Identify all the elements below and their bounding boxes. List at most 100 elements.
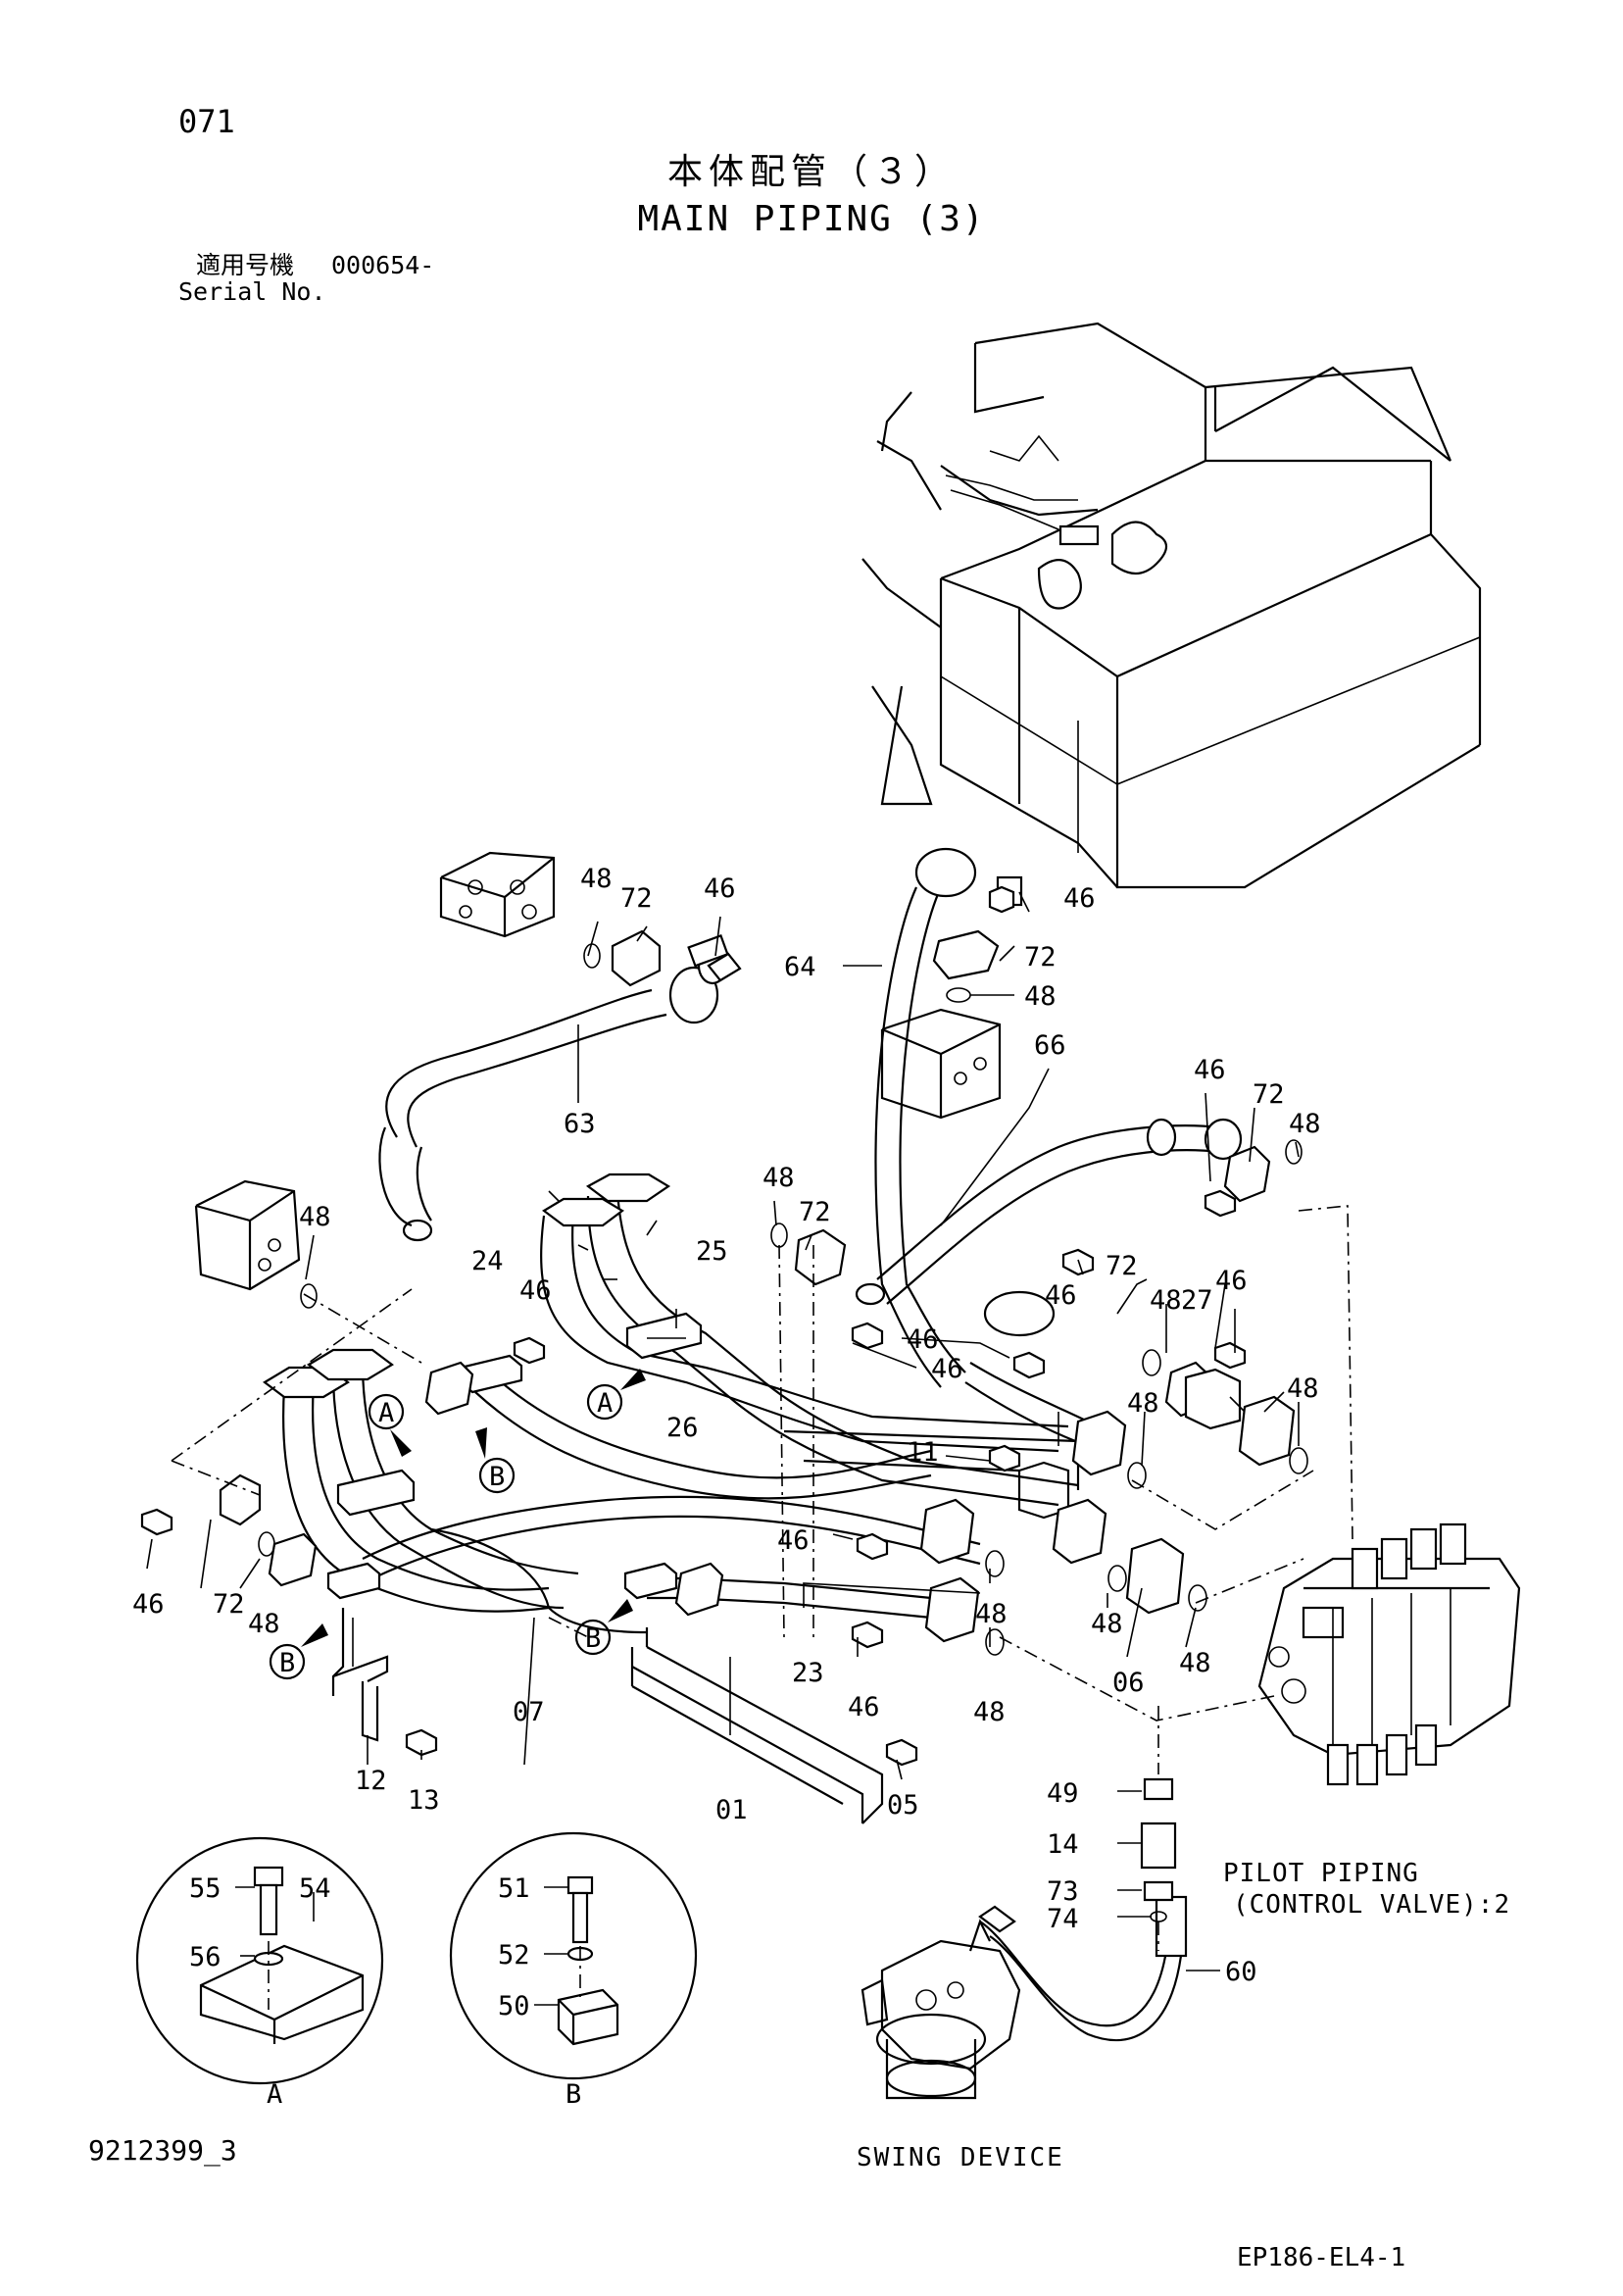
- detail-view-b: [449, 1831, 698, 2080]
- pipe-bundle: [263, 1173, 1080, 1634]
- bracket-12: [331, 1608, 389, 1742]
- part-number-48: 48: [1150, 1285, 1182, 1316]
- bracket-01: [630, 1627, 884, 1824]
- serial-label-jp: 適用号機: [196, 251, 295, 279]
- page-number: 071: [178, 103, 235, 140]
- part-number-48: 48: [1287, 1373, 1319, 1404]
- part-number-46: 46: [519, 1275, 552, 1306]
- part-number-48: 48: [973, 1697, 1006, 1727]
- control-valve-reference: (CONTROL VALVE):2: [1233, 1890, 1511, 1920]
- bolts: [140, 885, 1247, 1767]
- swing-device: [861, 1919, 1021, 2100]
- view-marker-b-center: B: [574, 1599, 633, 1656]
- part-number-56: 56: [189, 1942, 221, 1972]
- part-number-46: 46: [848, 1692, 880, 1722]
- detail-a-label: A: [267, 2079, 282, 2110]
- part-number-72: 72: [799, 1197, 831, 1227]
- valve-block-left: [194, 1179, 318, 1309]
- part-number-24: 24: [471, 1246, 504, 1276]
- part-number-46: 46: [1045, 1280, 1077, 1311]
- marker-b-label: B: [585, 1623, 601, 1654]
- leader-lines: [146, 891, 1300, 1972]
- part-number-48: 48: [1024, 981, 1057, 1012]
- part-number-48: 48: [299, 1202, 331, 1232]
- part-number-64: 64: [784, 952, 816, 982]
- part-number-73: 73: [1047, 1876, 1079, 1907]
- page-title-jp: 本体配管（３）: [666, 152, 956, 192]
- hose-64: [874, 847, 1089, 1448]
- swing-device-label: SWING DEVICE: [857, 2143, 1064, 2172]
- marker-a-label: A: [378, 1398, 394, 1428]
- hose-60: [978, 1895, 1188, 2042]
- callout-labels: 48 72 46 63 46 72 48 64 66 46 72 48 48 7…: [132, 864, 1321, 2021]
- flanges-right: [258, 1223, 1308, 1656]
- part-number-46: 46: [931, 1354, 963, 1384]
- view-marker-a-upper: A: [586, 1369, 646, 1421]
- valve-block-center: [880, 1008, 1002, 1120]
- part-number-48: 48: [248, 1609, 280, 1639]
- marker-b-label: B: [279, 1648, 295, 1678]
- adapter-stack: [1140, 1706, 1177, 1951]
- part-number-72: 72: [1253, 1079, 1285, 1110]
- part-number-27: 27: [1181, 1285, 1213, 1316]
- detail-b-label: B: [566, 2079, 581, 2110]
- part-number-46: 46: [1194, 1055, 1226, 1085]
- valve-block-upper-left: [439, 851, 556, 938]
- part-number-48: 48: [1289, 1109, 1321, 1139]
- part-number-48: 48: [580, 864, 613, 894]
- part-number-50: 50: [498, 1991, 530, 2021]
- part-number-48: 48: [1091, 1609, 1123, 1639]
- machine-body-illustration: [861, 322, 1482, 889]
- view-marker-a-lower: A: [368, 1393, 412, 1457]
- serial-number: 000654-: [331, 251, 435, 279]
- marker-a-label: A: [597, 1388, 613, 1419]
- part-number-48: 48: [975, 1599, 1008, 1629]
- pilot-piping-label: PILOT PIPING: [1223, 1859, 1419, 1888]
- part-number-01: 01: [715, 1795, 748, 1825]
- part-number-13: 13: [408, 1785, 440, 1816]
- part-number-46: 46: [1063, 883, 1096, 914]
- detail-view-a: [135, 1836, 384, 2085]
- part-number-23: 23: [792, 1658, 824, 1688]
- part-number-11: 11: [907, 1437, 939, 1468]
- part-number-12: 12: [355, 1766, 387, 1796]
- part-number-48: 48: [1179, 1648, 1211, 1678]
- part-number-66: 66: [1034, 1030, 1066, 1061]
- part-number-72: 72: [1106, 1251, 1138, 1281]
- part-number-46: 46: [777, 1525, 810, 1556]
- part-number-48: 48: [1127, 1388, 1159, 1419]
- part-number-46: 46: [132, 1589, 165, 1620]
- part-number-60: 60: [1225, 1957, 1257, 1987]
- serial-label-en: Serial No.: [178, 277, 326, 306]
- part-number-72: 72: [1024, 942, 1057, 973]
- figure-code: EP186-EL4-1: [1237, 2243, 1406, 2272]
- part-number-05: 05: [887, 1790, 919, 1821]
- part-number-06: 06: [1112, 1668, 1145, 1698]
- view-marker-b-upper: B: [475, 1427, 516, 1494]
- part-number-72: 72: [213, 1589, 245, 1620]
- part-number-46: 46: [1215, 1266, 1248, 1296]
- pipe-clamps: [268, 1312, 724, 1617]
- view-marker-b-left: B: [269, 1623, 328, 1680]
- document-code: 9212399_3: [88, 2134, 237, 2167]
- part-number-63: 63: [564, 1109, 596, 1139]
- part-number-46: 46: [907, 1324, 939, 1355]
- part-number-52: 52: [498, 1940, 530, 1971]
- centerlines: [171, 1205, 1353, 1722]
- part-number-55: 55: [189, 1873, 221, 1904]
- part-number-48: 48: [762, 1163, 795, 1193]
- part-number-14: 14: [1047, 1829, 1079, 1860]
- control-valve: [1257, 1522, 1521, 1786]
- part-number-07: 07: [513, 1697, 545, 1727]
- page-title-en: MAIN PIPING (3): [637, 199, 986, 239]
- part-number-74: 74: [1047, 1904, 1079, 1934]
- part-number-26: 26: [666, 1413, 699, 1443]
- part-number-25: 25: [696, 1236, 728, 1267]
- part-number-46: 46: [704, 873, 736, 904]
- part-number-51: 51: [498, 1873, 530, 1904]
- marker-b-label: B: [489, 1462, 505, 1492]
- part-number-54: 54: [299, 1873, 331, 1904]
- part-number-72: 72: [620, 883, 653, 914]
